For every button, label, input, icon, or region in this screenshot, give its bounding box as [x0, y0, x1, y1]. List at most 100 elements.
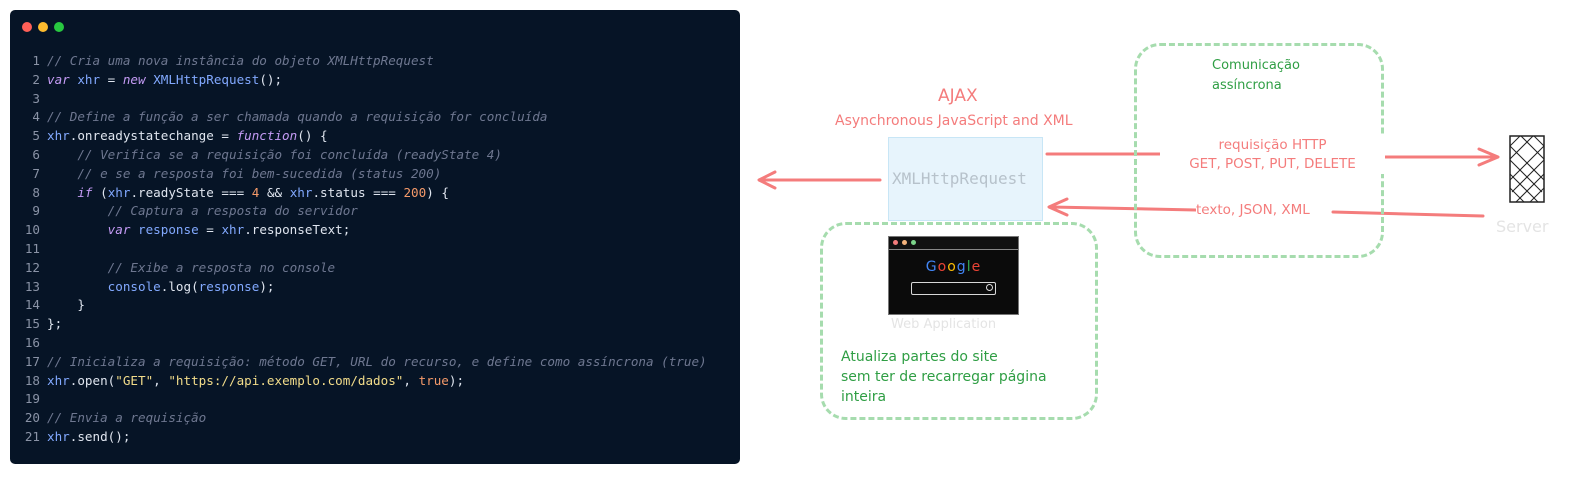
page-update-label: Atualiza partes do site sem ter de recar…: [841, 349, 1047, 405]
maximize-dot[interactable]: [54, 22, 64, 32]
code-token: .responseText;: [244, 222, 351, 238]
code-token: .send();: [69, 428, 131, 444]
line-number: 12: [24, 259, 40, 275]
code-token: // Envia a requisição: [47, 410, 207, 426]
line-number: 17: [24, 353, 40, 369]
code-line: 8 if (xhr.readyState === 4 && xhr.status…: [10, 184, 707, 203]
code-token: .log(: [160, 278, 199, 294]
ajax-title: AJAX: [938, 86, 978, 106]
line-number: 2: [32, 71, 40, 87]
search-bar: [911, 282, 996, 295]
code-token: () {: [297, 128, 328, 144]
browser-maximize-dot: [911, 240, 916, 245]
line-number: 21: [24, 428, 40, 444]
code-token: );: [448, 372, 465, 388]
minimize-dot[interactable]: [38, 22, 48, 32]
code-token: // Verifica se a requisição foi concluíd…: [77, 146, 502, 162]
code-token: xhr: [107, 184, 131, 200]
code-token: // e se a resposta foi bem-sucedida (sta…: [77, 165, 442, 181]
line-number: 19: [24, 391, 40, 407]
code-line: 6 // Verifica se a requisição foi conclu…: [10, 146, 707, 165]
line-number: 18: [24, 372, 40, 388]
code-token: response: [198, 278, 260, 294]
browser-title-bar: [889, 237, 1018, 250]
window-controls: [22, 22, 64, 32]
server-icon: [1509, 135, 1545, 203]
code-token: ();: [259, 71, 283, 87]
line-number: 10: [24, 222, 40, 238]
code-line: 20 // Envia a requisição: [10, 409, 707, 428]
line-number: 3: [32, 90, 40, 106]
line-number: 20: [24, 410, 40, 426]
code-token: .onreadystatechange =: [69, 128, 237, 144]
xmlhttprequest-label: XMLHttpRequest: [892, 169, 1027, 188]
google-letter: e: [971, 259, 982, 275]
code-line: 9 // Captura a resposta do servidor: [10, 202, 707, 221]
code-token: // Captura a resposta do servidor: [107, 203, 358, 219]
code-token: // Define a função a ser chamada quando …: [47, 109, 548, 125]
code-token: ) {: [426, 184, 449, 200]
line-number: 1: [32, 53, 40, 68]
code-line: 17 // Inicializa a requisição: método GET…: [10, 353, 707, 372]
code-token: true: [418, 372, 449, 388]
line-number: 13: [24, 278, 40, 294]
code-token: );: [259, 278, 275, 294]
async-label: Comunicação assíncrona: [1212, 58, 1300, 93]
arrow-request: [1045, 147, 1500, 167]
line-number: 15: [24, 316, 40, 332]
code-token: (: [92, 184, 108, 200]
request-label: requisição HTTP GET, POST, PUT, DELETE: [1160, 136, 1385, 174]
arrow-response: [1047, 197, 1485, 218]
code-editor-window: 1 // Cria uma nova instância do objeto XM…: [10, 10, 740, 464]
code-token: new: [122, 71, 146, 87]
code-block: 1 // Cria uma nova instância do objeto XM…: [10, 52, 707, 447]
code-token: 200: [403, 184, 427, 200]
code-token: xhr: [47, 428, 70, 444]
code-token: var: [47, 71, 70, 87]
google-letter: G: [925, 259, 938, 275]
code-token: 4: [251, 184, 260, 200]
code-line: 11: [10, 240, 707, 259]
google-logo: Google: [889, 259, 1018, 275]
code-line: 3: [10, 90, 707, 109]
line-number: 9: [32, 203, 40, 219]
line-number: 11: [24, 240, 40, 256]
line-number: 14: [24, 297, 40, 313]
code-token: response: [138, 222, 199, 238]
search-icon: [986, 284, 993, 291]
code-token: =: [100, 71, 123, 87]
code-token: var: [107, 222, 131, 238]
browser-minimize-dot: [902, 240, 907, 245]
code-token: console: [107, 278, 161, 294]
xmlhttprequest-box: [888, 137, 1043, 221]
code-token: // Cria uma nova instância do objeto XML…: [47, 53, 434, 68]
code-token: xhr: [77, 71, 101, 87]
code-line: 14 }: [10, 296, 707, 315]
google-letter: o: [947, 259, 957, 275]
google-letter: o: [937, 259, 948, 275]
line-number: 16: [24, 334, 40, 350]
line-number: 7: [32, 165, 40, 181]
code-token: ,: [403, 372, 419, 388]
line-number: 5: [32, 128, 40, 144]
arrow-to-client: [757, 170, 882, 190]
code-line: 7 // e se a resposta foi bem-sucedida (s…: [10, 165, 707, 184]
code-line: 13 console.log(response);: [10, 278, 707, 297]
line-number: 6: [32, 146, 40, 162]
code-token: XMLHttpRequest: [153, 71, 260, 87]
code-token: // Inicializa a requisição: método GET, …: [47, 353, 707, 369]
code-token: if: [77, 184, 93, 200]
code-line: 10 var response = xhr.responseText;: [10, 221, 707, 240]
code-token: .readyState ===: [130, 184, 252, 200]
code-token: ,: [153, 372, 169, 388]
code-line: 1 // Cria uma nova instância do objeto XM…: [10, 52, 707, 71]
code-line: 15};: [10, 315, 707, 334]
code-line: 19: [10, 390, 707, 409]
code-token: xhr: [47, 128, 70, 144]
code-line: 21 xhr.send();: [10, 428, 707, 447]
close-dot[interactable]: [22, 22, 32, 32]
code-token: .status ===: [312, 184, 404, 200]
